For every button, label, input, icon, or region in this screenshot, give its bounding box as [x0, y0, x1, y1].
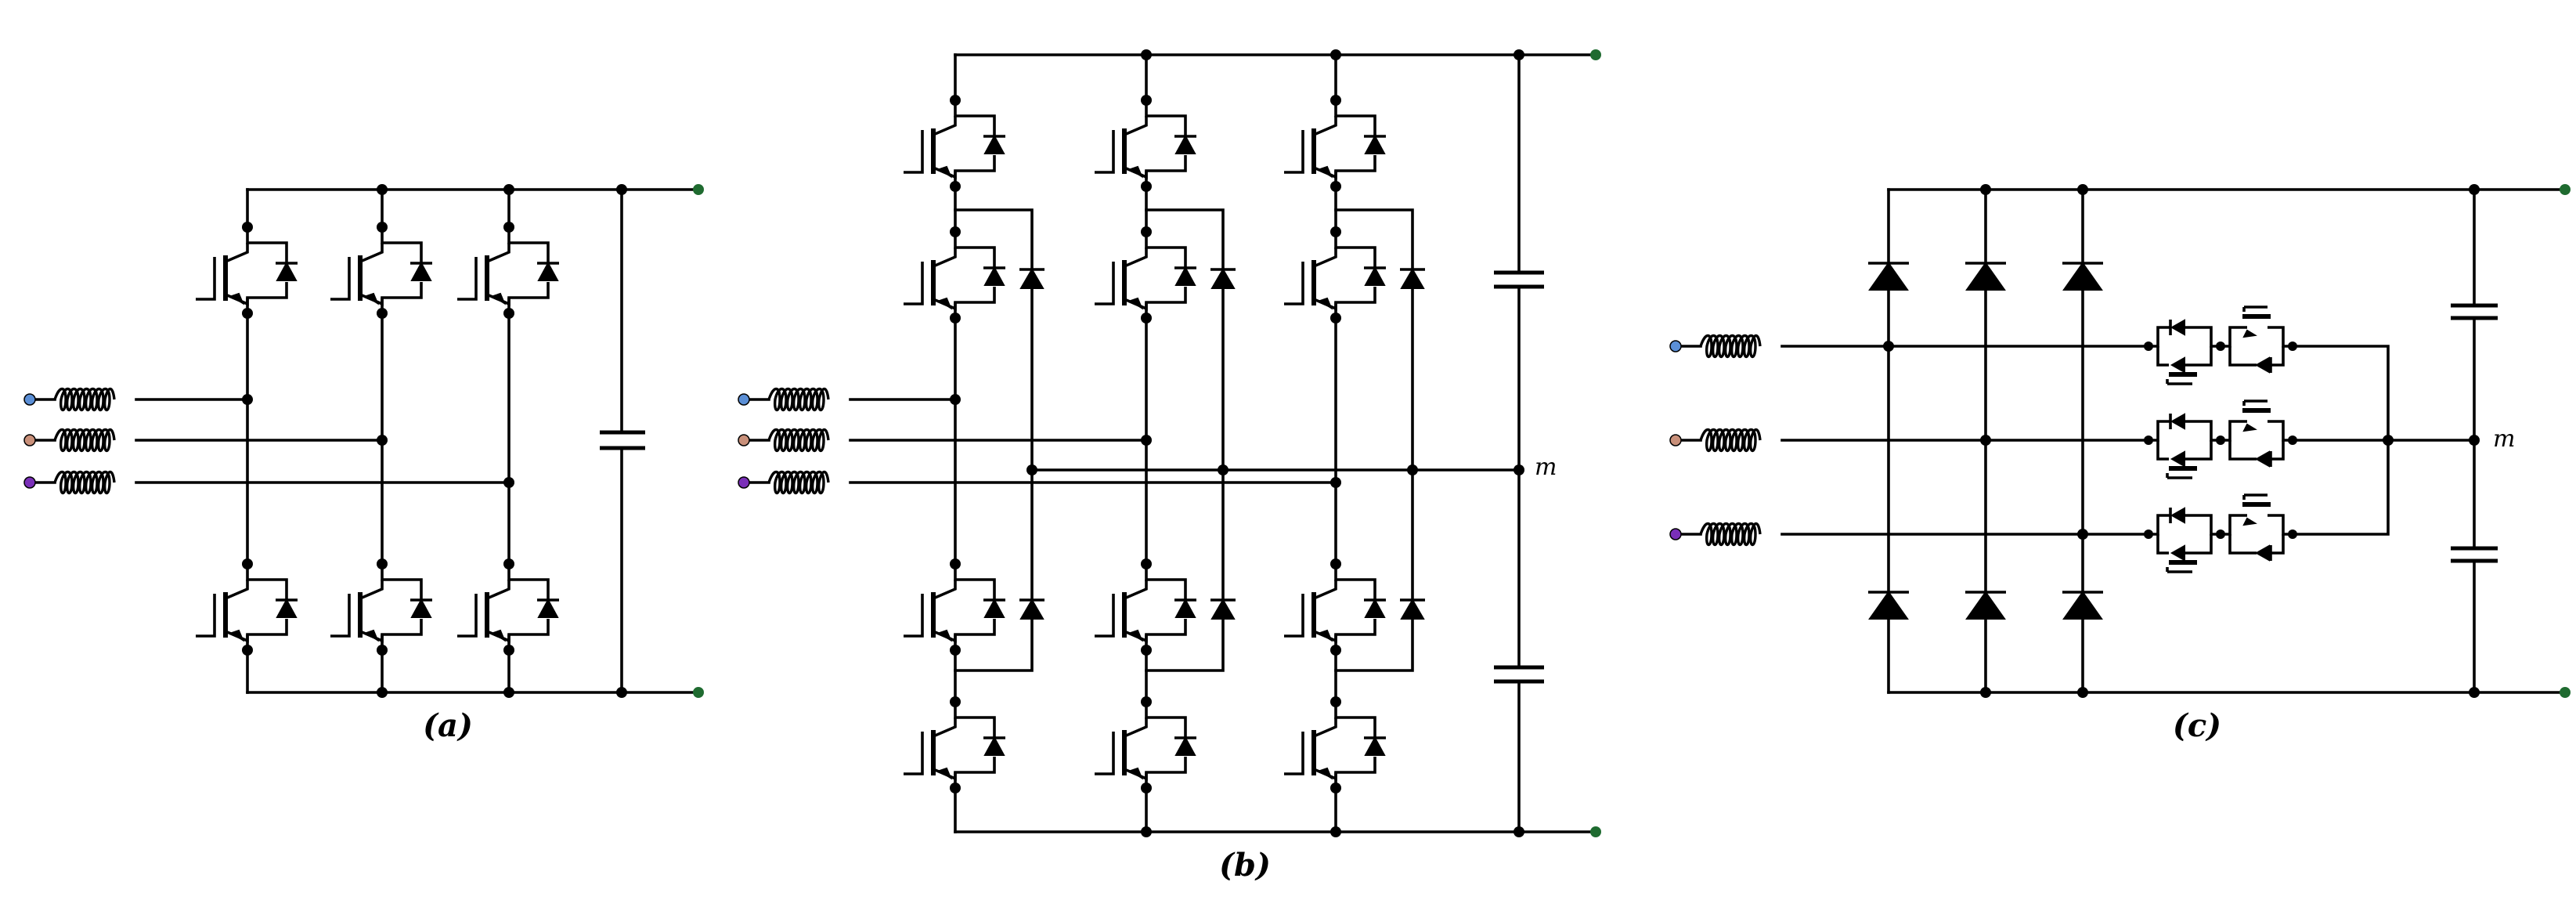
- igbt-icon: [2144, 320, 2225, 384]
- igbt-icon: [196, 222, 298, 319]
- igbt-icon: [330, 222, 432, 319]
- terminal-icon: [23, 476, 36, 489]
- diode-icon: [1867, 591, 1910, 620]
- inductor-icon: [1699, 334, 1762, 359]
- igbt-icon: [904, 226, 1005, 323]
- igbt-icon: [1284, 696, 1386, 793]
- igbt-icon: [904, 558, 1005, 656]
- circuit-b: m (b): [738, 49, 1601, 884]
- inductor-icon: [767, 387, 830, 412]
- inductor-icon: [53, 387, 116, 412]
- terminal-icon: [738, 476, 750, 489]
- circuit-a: (a): [23, 184, 704, 744]
- terminal-icon: [23, 434, 36, 446]
- igbt-icon: [457, 558, 559, 656]
- diode-icon: [1964, 591, 2008, 620]
- igbt-icon: [1284, 558, 1386, 656]
- diode-icon: [1867, 262, 1910, 291]
- diode-icon: [1209, 268, 1237, 290]
- inductor-icon: [767, 470, 830, 495]
- igbt-icon: [1095, 226, 1196, 323]
- diode-icon: [1398, 268, 1427, 290]
- igbt-icon: [1284, 95, 1386, 192]
- igbt-icon: [1095, 558, 1196, 656]
- diode-icon: [2061, 262, 2105, 291]
- terminal-icon: [1590, 826, 1601, 837]
- terminal-icon: [693, 687, 704, 698]
- label-c: (c): [2173, 707, 2221, 744]
- terminal-icon: [1590, 49, 1601, 60]
- inductor-icon: [53, 470, 116, 495]
- igbt-icon: [196, 558, 298, 656]
- label-a: (a): [423, 707, 473, 744]
- terminal-icon: [1669, 528, 1682, 540]
- terminal-icon: [1669, 340, 1682, 352]
- inductor-icon: [1699, 522, 1762, 547]
- igbt-icon: [2144, 414, 2225, 478]
- diode-icon: [1209, 598, 1237, 620]
- terminal-icon: [1669, 434, 1682, 446]
- igbt-icon: [457, 222, 559, 319]
- igbt-icon: [2144, 508, 2225, 572]
- terminal-icon: [738, 393, 750, 406]
- igbt-icon: [1095, 696, 1196, 793]
- igbt-icon: [1284, 226, 1386, 323]
- terminal-icon: [693, 184, 704, 195]
- diode-icon: [1398, 598, 1427, 620]
- diode-icon: [1018, 598, 1046, 620]
- igbt-icon: [2221, 401, 2297, 467]
- inductor-icon: [1699, 428, 1762, 453]
- midpoint-label-c: m: [2493, 425, 2515, 453]
- terminal-icon: [2560, 184, 2571, 195]
- igbt-icon: [904, 95, 1005, 192]
- igbt-icon: [1095, 95, 1196, 192]
- inductor-icon: [767, 428, 830, 453]
- circuit-c: m (c): [1669, 184, 2571, 744]
- label-b: (b): [1219, 847, 1271, 884]
- diode-icon: [1018, 268, 1046, 290]
- diode-icon: [2061, 591, 2105, 620]
- diode-icon: [1964, 262, 2008, 291]
- igbt-icon: [2221, 495, 2297, 561]
- terminal-icon: [2560, 687, 2571, 698]
- igbt-icon: [330, 558, 432, 656]
- terminal-icon: [23, 393, 36, 406]
- igbt-icon: [904, 696, 1005, 793]
- igbt-icon: [2221, 307, 2297, 373]
- inductor-icon: [53, 428, 116, 453]
- terminal-icon: [738, 434, 750, 446]
- midpoint-label-b: m: [1535, 454, 1557, 481]
